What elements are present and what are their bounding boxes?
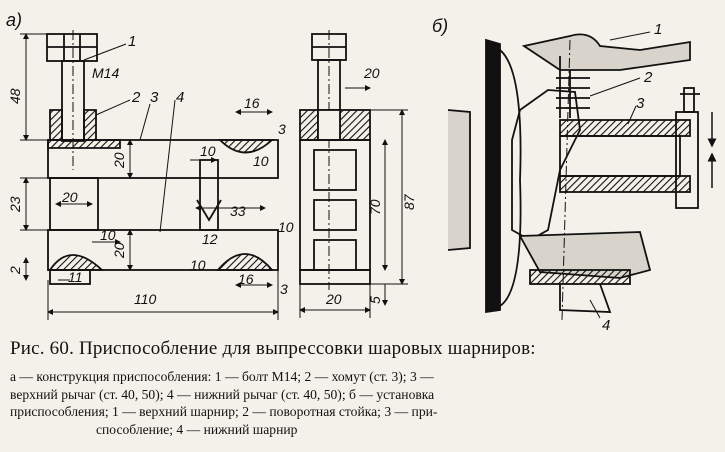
svg-text:4: 4 [602, 317, 610, 334]
upper-socket [217, 139, 275, 154]
svg-text:16: 16 [238, 271, 254, 287]
svg-text:1: 1 [128, 33, 136, 50]
caption-line: верхний рычаг (ст. 40, 50); 4 — нижний р… [10, 386, 435, 402]
svg-text:33: 33 [230, 203, 246, 219]
panel-a-dimensions [20, 33, 279, 320]
svg-text:10: 10 [278, 219, 294, 235]
svg-text:87: 87 [401, 193, 417, 210]
lower-socket-left [48, 254, 105, 271]
svg-text:16: 16 [244, 95, 260, 111]
lower-lever [47, 229, 279, 271]
steering-knuckle [511, 89, 581, 242]
panel-a-dimension-labels: 48 23 2 20 20 20 16 3 10 10 33 12 10 10 … [7, 65, 294, 307]
technical-drawing: а) [6, 10, 717, 334]
figure-caption-body: а — конструкция приспособления: 1 — болт… [10, 368, 716, 438]
caption-line: способление; 4 — нижний шарнир [96, 421, 298, 437]
panel-a-callouts: 1 2 3 4 [83, 33, 184, 233]
svg-text:48: 48 [7, 88, 23, 104]
svg-text:3: 3 [636, 95, 645, 112]
clamp [49, 109, 63, 141]
svg-text:3: 3 [150, 89, 159, 106]
svg-text:3: 3 [278, 121, 286, 137]
svg-text:20: 20 [61, 189, 78, 205]
svg-text:11: 11 [68, 269, 83, 285]
panel-b-installation: б) [432, 16, 700, 321]
hub [485, 38, 501, 314]
svg-text:3: 3 [280, 281, 288, 297]
lower-ball-joint [518, 231, 652, 279]
figure-caption-title: Рис. 60. Приспособление для выпрессовки … [10, 338, 536, 359]
panel-b-label: б) [432, 16, 448, 36]
svg-text:2: 2 [131, 89, 141, 106]
svg-text:12: 12 [202, 231, 218, 247]
svg-text:20: 20 [363, 65, 380, 81]
svg-text:20: 20 [325, 291, 342, 307]
panel-a-label: а) [6, 10, 22, 30]
panel-a-side-dimensions [299, 85, 408, 318]
svg-text:2: 2 [7, 266, 23, 275]
panel-a-front-view: а) [6, 10, 279, 285]
svg-text:4: 4 [176, 89, 184, 106]
svg-text:5: 5 [367, 296, 383, 304]
svg-text:2: 2 [643, 69, 653, 86]
caption-line: а — конструкция приспособления: 1 — болт… [10, 369, 434, 384]
svg-text:20: 20 [111, 152, 127, 169]
upper-lever [47, 139, 279, 179]
svg-text:20: 20 [111, 242, 127, 259]
upper-ball-joint [521, 33, 691, 71]
thread-label: M14 [92, 65, 119, 81]
panel-a-side-labels: 20 70 87 5 20 [325, 65, 417, 307]
caption-line: приспособления; 1 — верхний шарнир; 2 — … [10, 404, 438, 419]
panel-a-side-view [299, 30, 371, 290]
svg-text:10: 10 [100, 227, 116, 243]
svg-text:110: 110 [134, 291, 157, 307]
svg-text:1: 1 [654, 21, 662, 38]
lower-socket-right [216, 253, 274, 271]
panel-b-callouts: 1 2 3 4 [589, 21, 662, 334]
svg-text:10: 10 [190, 257, 206, 273]
svg-text:10: 10 [253, 153, 269, 169]
svg-text:23: 23 [7, 196, 23, 213]
svg-text:10: 10 [200, 143, 216, 159]
svg-text:70: 70 [367, 199, 383, 215]
fixture [559, 119, 691, 137]
